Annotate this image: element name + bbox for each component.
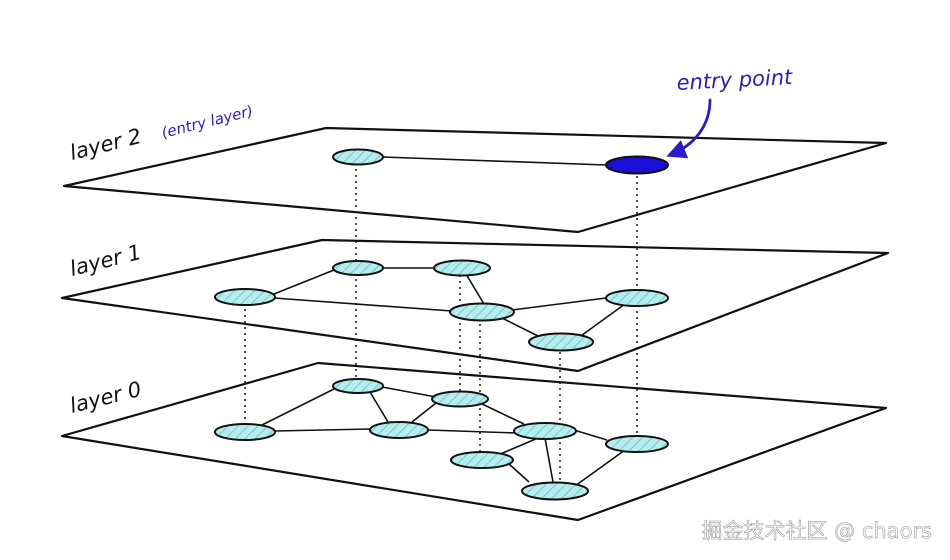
graph-node	[605, 435, 669, 453]
graph-node	[605, 289, 669, 307]
layer-2-note: (entry layer)	[160, 102, 255, 142]
graph-node	[214, 423, 276, 441]
layer-0-label: layer 0	[67, 377, 143, 418]
entry-point-arrow	[666, 98, 712, 159]
graph-node	[450, 451, 514, 469]
layer-0-edges	[261, 386, 626, 487]
layer-1-edges	[273, 267, 626, 339]
watermark: 掘金技术社区 @ chaors	[702, 519, 933, 543]
layer-2-label: layer 2	[67, 124, 143, 165]
entry-point-label: entry point	[676, 65, 794, 95]
graph-node	[332, 378, 384, 394]
layer-2-edges	[382, 156, 607, 166]
layer-0-plane	[60, 361, 888, 522]
graph-node	[332, 148, 384, 166]
graph-node	[332, 260, 384, 276]
layer-0-nodes	[214, 378, 669, 501]
graph-node	[449, 302, 515, 322]
graph-node	[513, 422, 577, 440]
graph-node	[521, 481, 589, 501]
graph-node	[433, 259, 491, 277]
layer-2-nodes	[332, 148, 669, 175]
layer-1-nodes	[214, 259, 669, 352]
graph-node	[369, 421, 429, 439]
layer-1-label: layer 1	[67, 240, 143, 281]
entry-point-node	[605, 155, 669, 175]
graph-node	[431, 390, 489, 408]
graph-node	[528, 332, 594, 352]
layer-2-plane	[62, 126, 888, 234]
graph-node	[214, 288, 276, 306]
